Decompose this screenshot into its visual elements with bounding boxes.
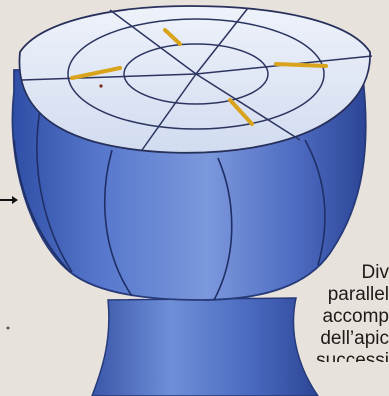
arrow-right-icon bbox=[0, 196, 18, 204]
caption-line: accomp bbox=[269, 306, 389, 328]
caption-line: successi bbox=[269, 350, 389, 362]
caption-line: parallel bbox=[269, 284, 389, 306]
caption-line: dell’apic bbox=[269, 328, 389, 350]
caption-text: Div parallel accomp dell’apic successi bbox=[269, 262, 389, 362]
center-dot bbox=[99, 84, 102, 87]
caption-line: Div bbox=[269, 262, 389, 284]
